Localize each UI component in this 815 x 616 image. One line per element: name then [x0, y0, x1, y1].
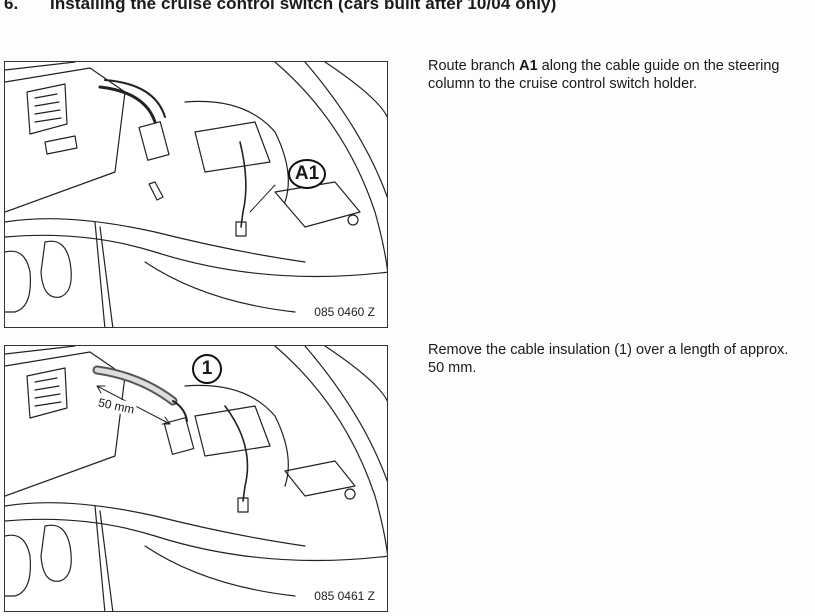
figure-remove-insulation: 1 50 mm 085 0461 Z	[4, 345, 388, 612]
section-heading: 6. Installing the cruise control switch (…	[4, 0, 556, 14]
figure-route-branch-a1: A1 085 0460 Z	[4, 61, 388, 328]
step1-text-bold: A1	[519, 58, 538, 74]
dashboard-illustration	[5, 346, 387, 611]
section-title: Installing the cruise control switch (ca…	[50, 0, 557, 13]
dashboard-illustration	[5, 62, 387, 327]
step1-text-before: Route branch	[428, 58, 520, 74]
step-instruction-route-branch: Route branch A1 along the cable guide on…	[428, 57, 798, 93]
figure-code: 085 0460 Z	[314, 305, 375, 319]
callout-1: 1	[192, 354, 222, 384]
step1-text-after: along the cable guide on the steering co…	[428, 58, 780, 92]
callout-a1: A1	[288, 159, 326, 189]
section-number: 6.	[4, 0, 19, 13]
figure-code: 085 0461 Z	[314, 589, 375, 603]
step-instruction-remove-insulation: Remove the cable insulation (1) over a l…	[428, 342, 789, 376]
